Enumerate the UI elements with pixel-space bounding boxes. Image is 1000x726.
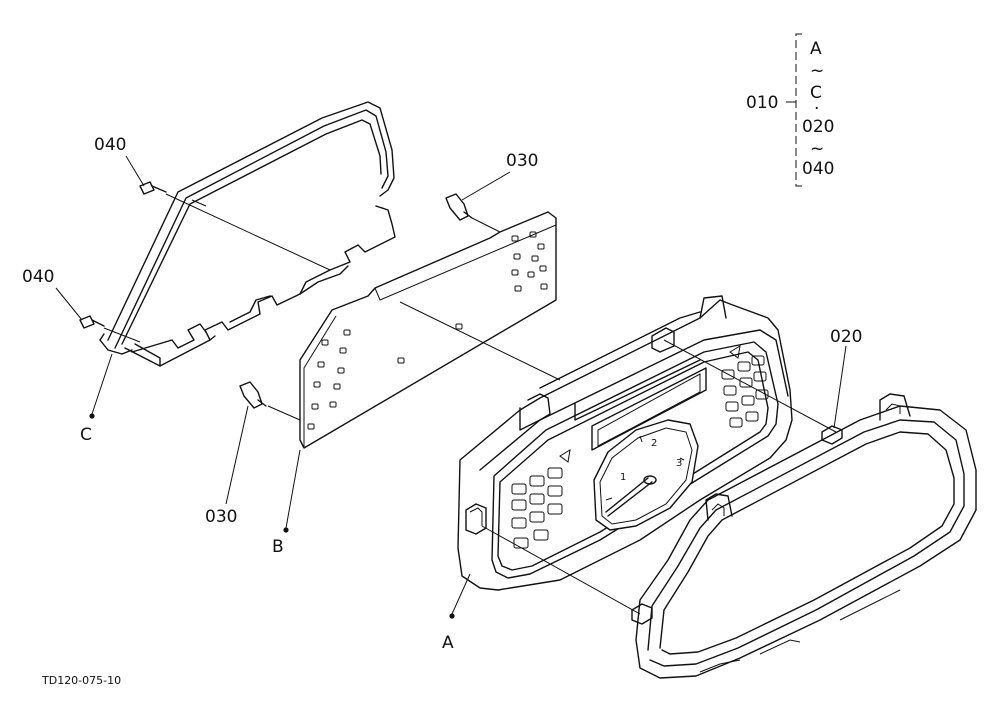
- point-c-dot: [89, 413, 95, 419]
- bracket-plate: [124, 205, 396, 367]
- leader-lines: [55, 155, 847, 615]
- bracket-separator: ·: [814, 99, 819, 119]
- bracket-tilde-1: ~: [810, 61, 824, 81]
- gauge-number-1: 1: [620, 472, 626, 483]
- bracket-part-end: 040: [802, 159, 834, 179]
- screw-040-top: [139, 181, 167, 195]
- bracket-range-end: C: [810, 83, 822, 103]
- callout-020: 020: [830, 327, 862, 347]
- assembly-lines: [103, 193, 837, 615]
- point-b-dot: [283, 527, 289, 533]
- clip-020-top: [821, 425, 843, 445]
- callout-030-bottom: 030: [205, 507, 237, 527]
- clip-020-bottom: [631, 603, 653, 625]
- lens-cover: [635, 393, 977, 679]
- bracket-range-start: A: [810, 39, 822, 59]
- assembly-bracket: 010 A ~ C · 020 ~ 040: [746, 33, 834, 187]
- panel-frame: [99, 101, 395, 355]
- gauge-number-2: 2: [651, 438, 657, 449]
- point-label-a: A: [442, 633, 454, 653]
- mounting-plate: [299, 211, 557, 449]
- callout-010: 010: [746, 93, 778, 113]
- point-label-b: B: [272, 537, 284, 557]
- bracket-tilde-2: ~: [810, 139, 824, 159]
- figure-code: TD120-075-10: [41, 674, 121, 687]
- point-label-c: C: [80, 425, 92, 445]
- gauge-number-3: 3: [676, 458, 682, 469]
- callout-040-top: 040: [94, 135, 126, 155]
- callout-040-left: 040: [22, 267, 54, 287]
- instrument-cluster: [457, 295, 793, 591]
- bulb-030-bottom: [239, 381, 267, 409]
- bulb-030-top: [445, 193, 473, 221]
- callout-030-top: 030: [506, 151, 538, 171]
- bracket-part-start: 020: [802, 117, 834, 137]
- screw-040-left: [79, 315, 105, 329]
- point-a-dot: [449, 613, 455, 619]
